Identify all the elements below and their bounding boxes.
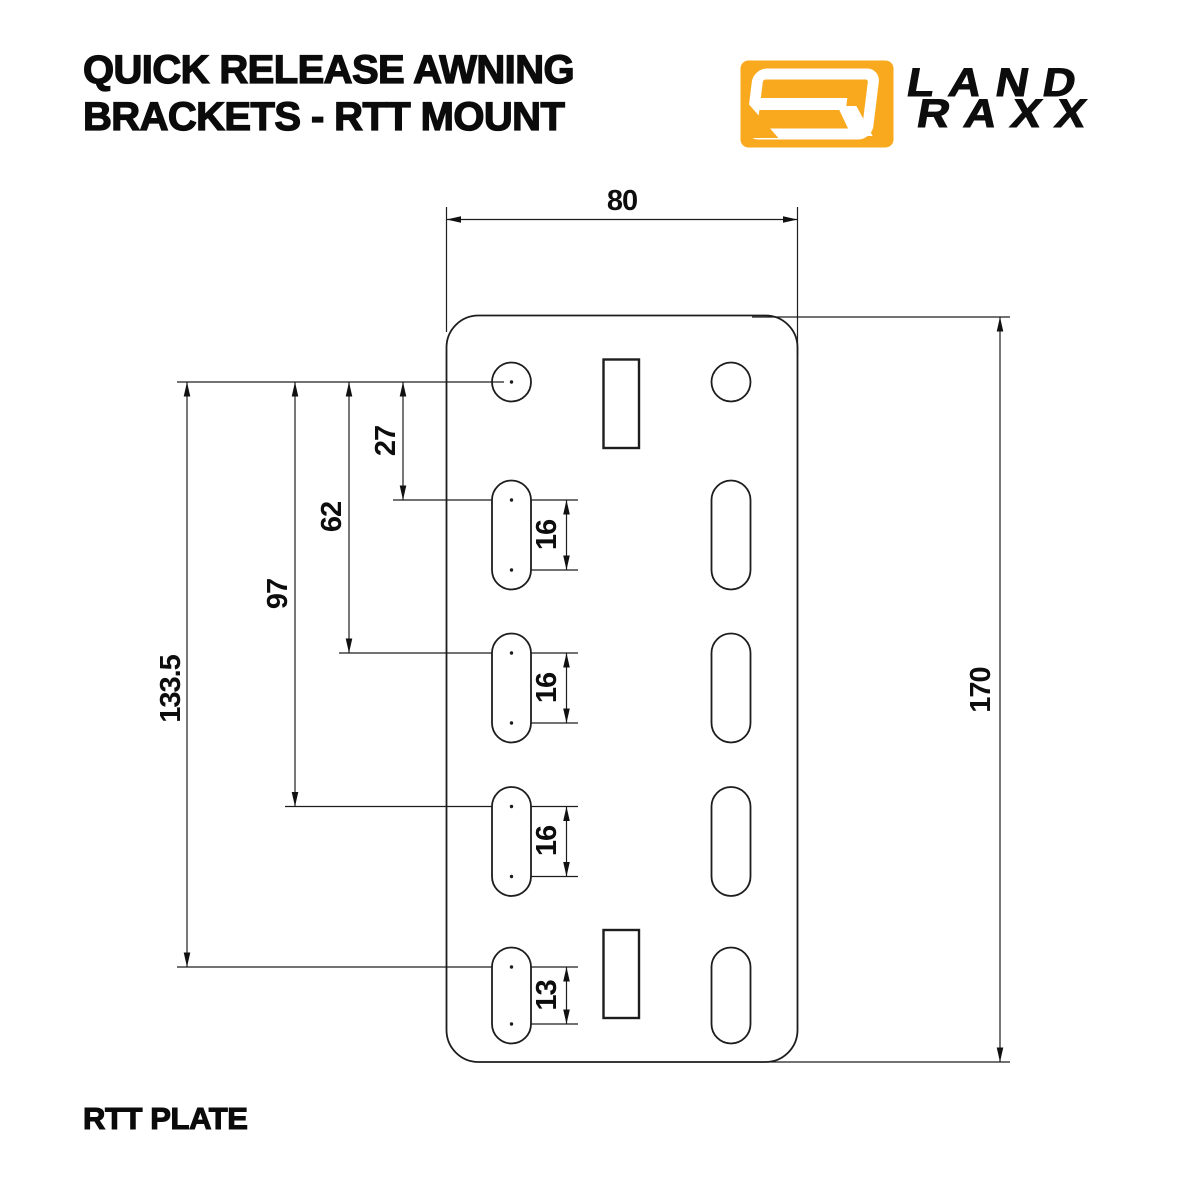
rect-slot-top [602,358,641,450]
landraxx-logo: LAND RAXX [740,60,1160,155]
dim-slot-16-c-label: 16 [531,825,563,856]
dim-offset-27: 27 [370,382,492,501]
slot-right-5 [710,946,752,1045]
dim-height-label: 170 [965,667,997,712]
dim-slot-13: 13 [531,966,578,1025]
slot-left-3 [491,632,532,744]
dim-slot-16-b-label: 16 [531,672,563,703]
dim-offset-97: 97 [262,382,492,808]
dim-width: 80 [445,185,799,356]
page-title-line2: BRACKETS - RTT MOUNT [82,94,565,139]
plate-outline [445,314,799,1063]
dim-slot-16-c: 16 [531,805,578,878]
slot-right-4 [710,786,752,897]
hole-circle-right [710,361,752,403]
page-title: QUICK RELEASE AWNING BRACKETS - RTT MOUN… [82,47,575,141]
logo-monogram-frame [746,68,879,140]
slot-left-5 [491,946,532,1045]
dim-width-label: 80 [607,185,637,217]
dim-slot-13-label: 13 [531,980,563,1011]
rect-slot-bottom [602,928,641,1020]
dim-offset-133-5-label: 133.5 [155,654,187,722]
dim-offset-97-label: 97 [262,579,294,609]
slot-left-4 [491,786,532,897]
logo-monogram-r-leg [837,106,873,136]
dim-offset-27-label: 27 [370,426,402,456]
slot-left-2 [491,479,532,591]
page-title-line1: QUICK RELEASE AWNING [82,47,575,92]
slot-right-2 [710,479,752,591]
dim-slot-16-b: 16 [531,652,578,724]
hole-center-dots [509,380,514,1026]
plate-holes [491,358,752,1045]
dim-height: 170 [752,316,1010,1063]
logo-monogram-chamfer [743,103,779,138]
dim-offset-62-label: 62 [316,502,348,532]
dim-offset-62: 62 [316,382,492,654]
part-name-label: RTT PLATE [82,1100,248,1136]
slot-right-3 [710,632,752,744]
dim-slot-16-a: 16 [531,499,578,571]
dim-slot-16-a-label: 16 [531,519,563,550]
landraxx-logo-icon [740,60,894,148]
logo-monogram-midbar [757,98,848,110]
dim-offset-133-5: 133.5 [155,382,492,968]
